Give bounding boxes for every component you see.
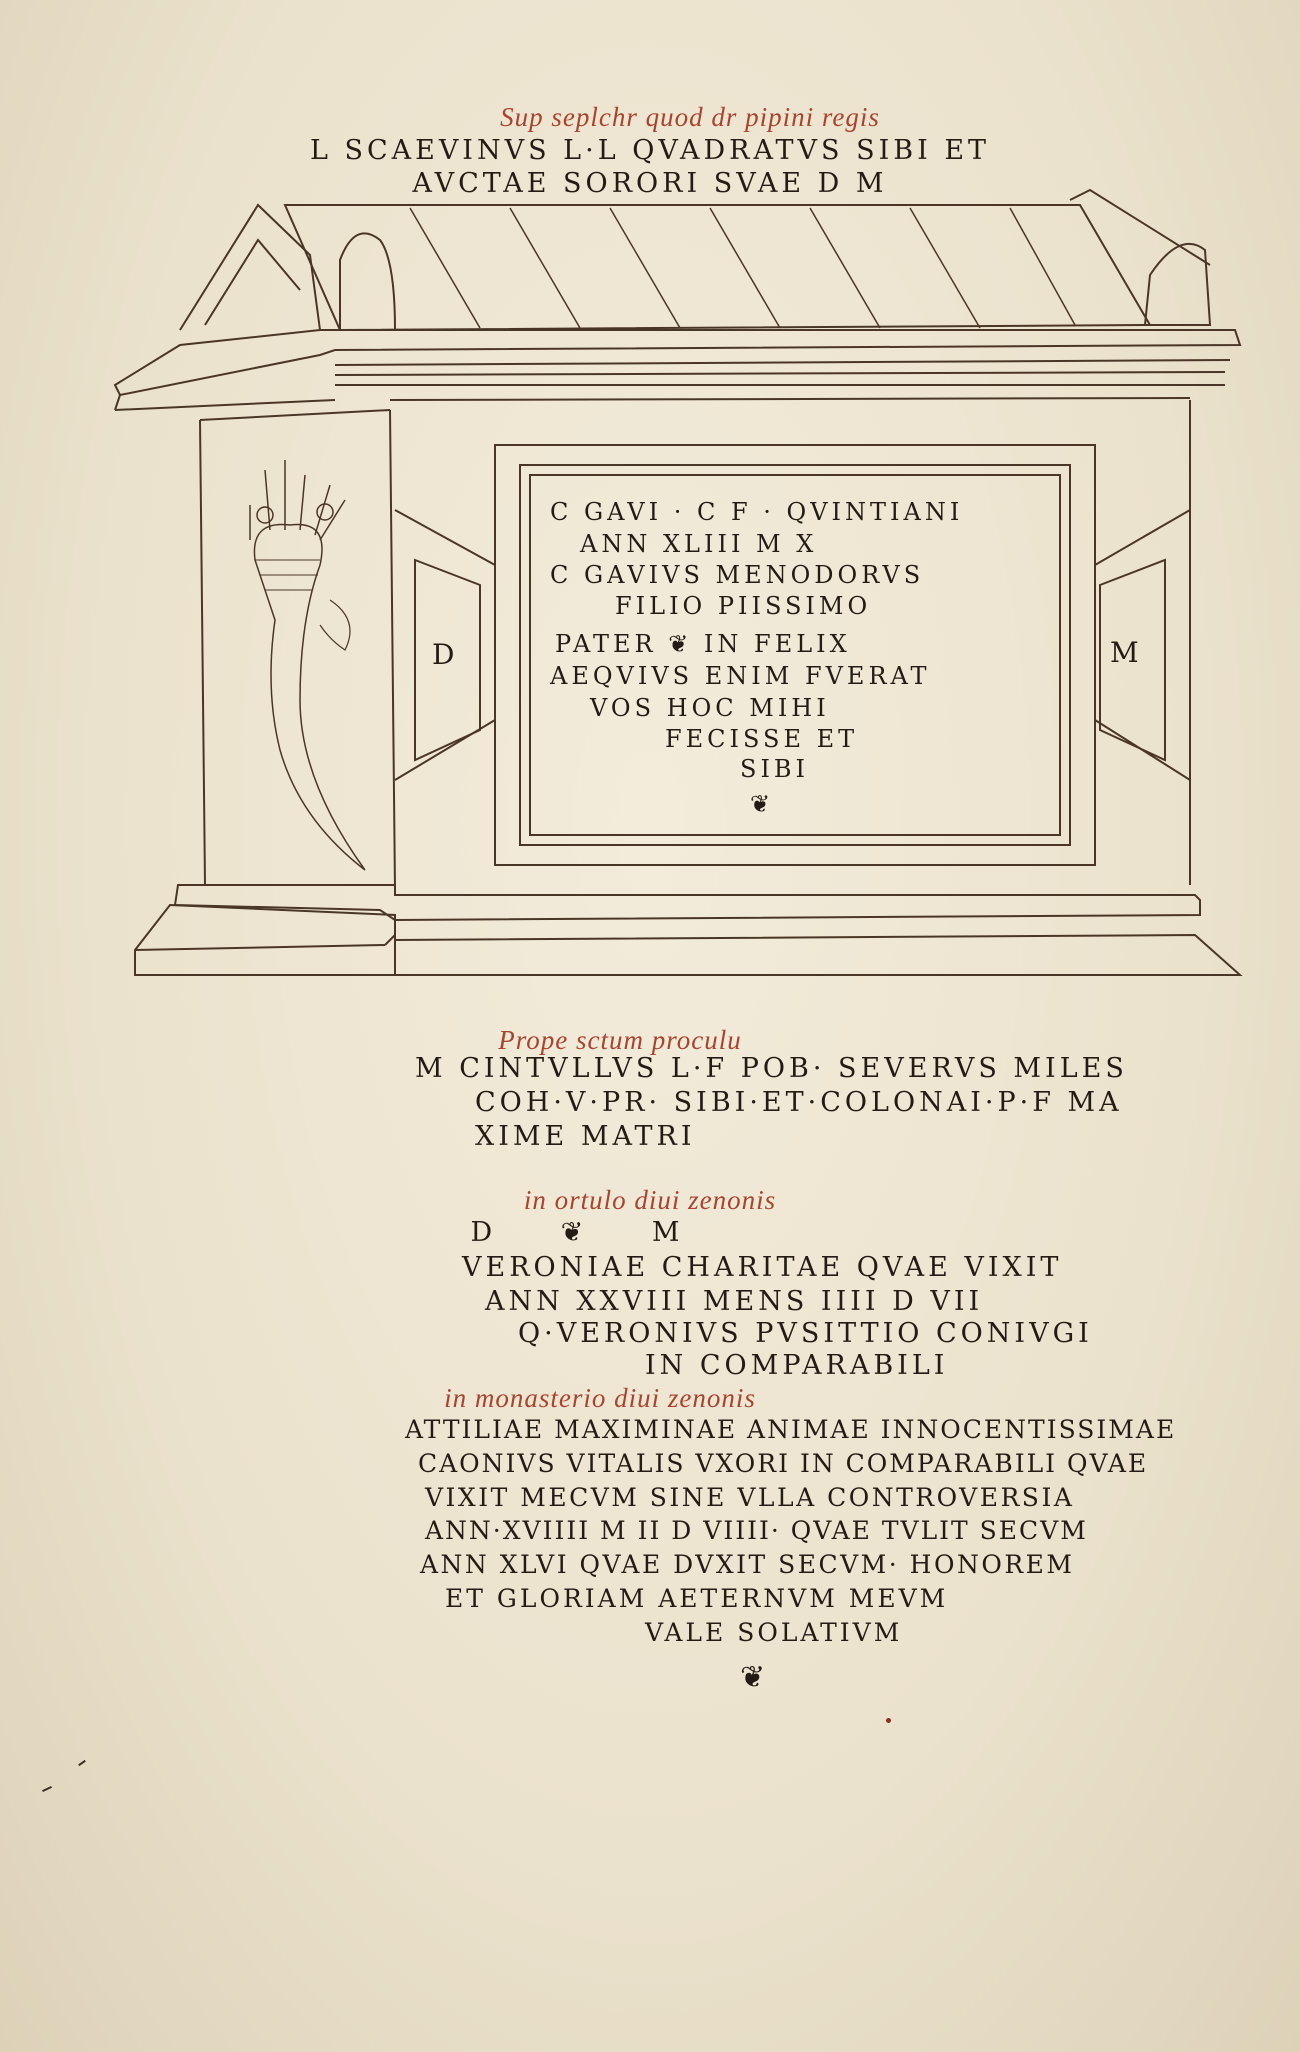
inscription-3-line-3: Q·VERONIVS PVSITTIO CONIVGI bbox=[518, 1318, 1093, 1349]
inscription-4-line-5: ANN XLVI QVAE DVXIT SECVM· HONOREM bbox=[420, 1550, 1075, 1579]
ink-dot bbox=[886, 1718, 891, 1723]
inscription-2-line-3: XIME MATRI bbox=[475, 1121, 696, 1152]
plaque-line-2: ANN XLIII M X bbox=[580, 530, 818, 558]
inscription-2-line-1: M CINTVLLVS L·F POB· SEVERVS MILES bbox=[415, 1053, 1128, 1084]
plaque-line-4: FILIO PIISSIMO bbox=[615, 592, 872, 620]
inscription-2-line-2: COH·V·PR· SIBI·ET·COLONAI·P·F MA bbox=[475, 1087, 1123, 1118]
inscription-3-line-1: VERONIAE CHARITAE QVAE VIXIT bbox=[462, 1252, 1063, 1283]
rubric-heading: Sup seplchr quod dr pipini regis bbox=[500, 102, 880, 132]
inscription-4-line-2: CAONIVS VITALIS VXORI IN COMPARABILI QVA… bbox=[418, 1449, 1149, 1478]
inscription-4-line-4: ANN·XVIIII M II D VIIII· QVAE TVLIT SECV… bbox=[425, 1516, 1088, 1545]
inscription-4-line-3: VIXIT MECVM SINE VLLA CONTROVERSIA bbox=[425, 1483, 1075, 1512]
tomb-side-left-letter: D bbox=[432, 638, 455, 671]
plaque-line-6: AEQVIVS ENIM FVERAT bbox=[550, 662, 931, 690]
ink-stroke bbox=[42, 1785, 52, 1793]
plaque-line-7: VOS HOC MIHI bbox=[590, 694, 830, 722]
rubric-inscription-3: in ortulo diui zenonis bbox=[523, 1185, 777, 1215]
ink-stroke bbox=[78, 1759, 86, 1767]
plaque-line-8: FECISSE ET bbox=[665, 725, 859, 753]
inscription-3-line-2: ANN XXVIII MENS IIII D VII bbox=[485, 1286, 984, 1317]
inscription-4-leaf-icon: ❦ bbox=[740, 1660, 770, 1695]
plaque-line-1: C GAVI · C F · QVINTIANI bbox=[550, 498, 964, 526]
rubric-inscription-4: in monasterio diui zenonis bbox=[444, 1383, 756, 1413]
inscription-3-line-4: IN COMPARABILI bbox=[645, 1350, 949, 1381]
rubric-inscription-2: Prope sctum proculu bbox=[498, 1025, 742, 1055]
heading-line-1: L SCAEVINVS L·L QVADRATVS SIBI ET bbox=[309, 135, 991, 166]
inscription-4-line-7: VALE SOLATIVM bbox=[645, 1618, 903, 1647]
inscription-4-line-6: ET GLORIAM AETERNVM MEVM bbox=[445, 1584, 949, 1613]
plaque-leaf-icon: ❦ bbox=[750, 790, 775, 818]
sarcophagus-drawing bbox=[113, 188, 1243, 976]
inscription-3-dm: D ❦ M bbox=[470, 1217, 710, 1248]
plaque-line-5: PATER ❦ IN FELIX bbox=[555, 630, 851, 658]
tomb-side-right-letter: M bbox=[1110, 636, 1139, 669]
heading-line-2: AVCTAE SORORI SVAE D M bbox=[412, 168, 888, 199]
inscription-4-line-1: ATTILIAE MAXIMINAE ANIMAE INNOCENTISSIMA… bbox=[405, 1415, 1177, 1444]
plaque-line-3: C GAVIVS MENODORVS bbox=[550, 561, 925, 589]
plaque-line-9: SIBI bbox=[740, 755, 810, 783]
